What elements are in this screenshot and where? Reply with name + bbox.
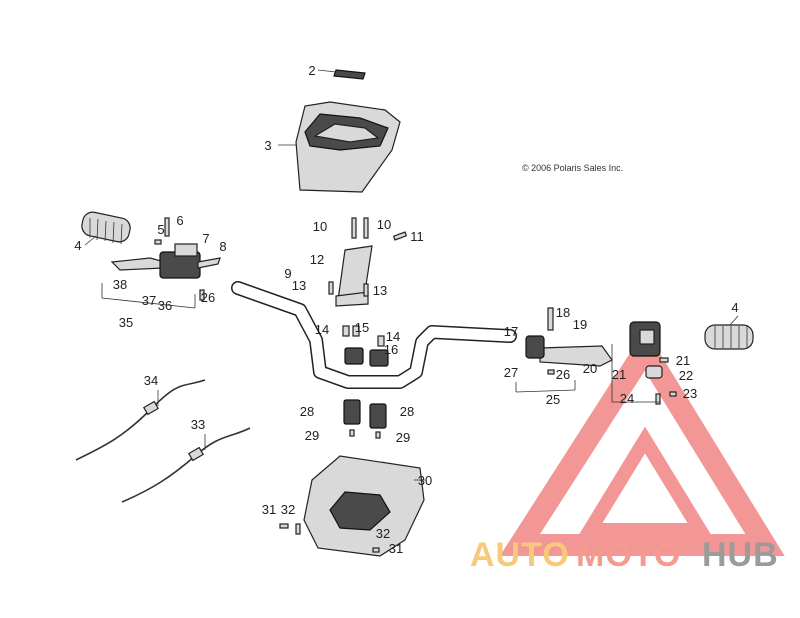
callout-c7: 7 [202,231,209,246]
callout-c27: 27 [504,365,518,380]
callout-c16: 16 [384,342,398,357]
callout-c22: 22 [679,368,693,383]
part-34-cable [75,379,206,461]
leader-4b [729,315,739,326]
callout-c21b: 21 [612,367,626,382]
callout-c26a: 26 [201,290,215,305]
callout-c13b: 13 [373,283,387,298]
watermark-triangle-inner [577,426,713,537]
callout-c30: 30 [418,473,432,488]
callout-c32a: 32 [281,502,295,517]
callout-c3: 3 [264,138,271,153]
watermark-triangle-outer [499,329,785,556]
part-33-cable [121,427,251,503]
part-3-headlight-pod [295,101,401,193]
callout-c33: 33 [191,417,205,432]
part-4-left-grip [81,211,131,245]
part-20-switch-housing [629,321,677,405]
watermark-auto: AUTO [470,536,570,574]
callout-c23: 23 [683,386,697,401]
bracket-35 [101,297,196,309]
callout-c14b: 14 [386,329,400,344]
part-25-throttle-assembly [525,307,613,375]
leader-4a [84,235,97,246]
callout-c4a: 4 [74,238,81,253]
callout-c5: 5 [157,222,164,237]
callout-c31b: 31 [389,541,403,556]
copyright-text: © 2006 Polaris Sales Inc. [522,163,623,173]
part-35-brake-assembly [110,217,221,301]
callout-c38: 38 [113,277,127,292]
bracket-25 [515,389,576,393]
callout-c34: 34 [144,373,158,388]
callout-c29a: 29 [305,428,319,443]
callout-c11: 11 [410,229,424,244]
callout-c36: 36 [158,298,172,313]
callout-c20: 20 [583,361,597,376]
part-4-right-grip [704,324,754,350]
callout-c10a: 10 [313,219,327,234]
callout-c19: 19 [573,317,587,332]
callout-c17: 17 [504,324,518,339]
part-28-lower-clamps [343,399,387,439]
part-2-cover-strip [333,69,366,80]
callout-c2: 2 [308,63,315,78]
callout-c24: 24 [620,391,634,406]
callout-c37: 37 [142,293,156,308]
part-15-upper-clamps [342,325,389,367]
callout-c10b: 10 [377,217,391,232]
watermark-hub: HUB [702,536,779,574]
callout-c28a: 28 [300,404,314,419]
leader-20 [611,344,660,403]
watermark-moto: MOTO [576,536,681,574]
callout-c9: 9 [284,266,291,281]
callout-c32b: 32 [376,526,390,541]
callout-c31a: 31 [262,502,276,517]
callout-c25: 25 [546,392,560,407]
callout-c15: 15 [355,320,369,335]
callout-c29b: 29 [396,430,410,445]
callout-c28b: 28 [400,404,414,419]
callout-c14a: 14 [315,322,329,337]
callout-c21a: 21 [676,353,690,368]
callout-c12: 12 [310,252,324,267]
watermark-wordmark: AUTO MOTO HUB [470,536,779,574]
leader-2 [317,69,337,73]
callout-c26b: 26 [556,367,570,382]
callout-c13a: 13 [292,278,306,293]
callout-c4b: 4 [731,300,738,315]
part-12-support-bracket [328,217,408,307]
callout-c18: 18 [556,305,570,320]
callout-c35: 35 [119,315,133,330]
watermark-logo [499,329,785,556]
callout-c8: 8 [219,239,226,254]
part-30-lower-pod [279,455,425,557]
callout-c6: 6 [176,213,183,228]
